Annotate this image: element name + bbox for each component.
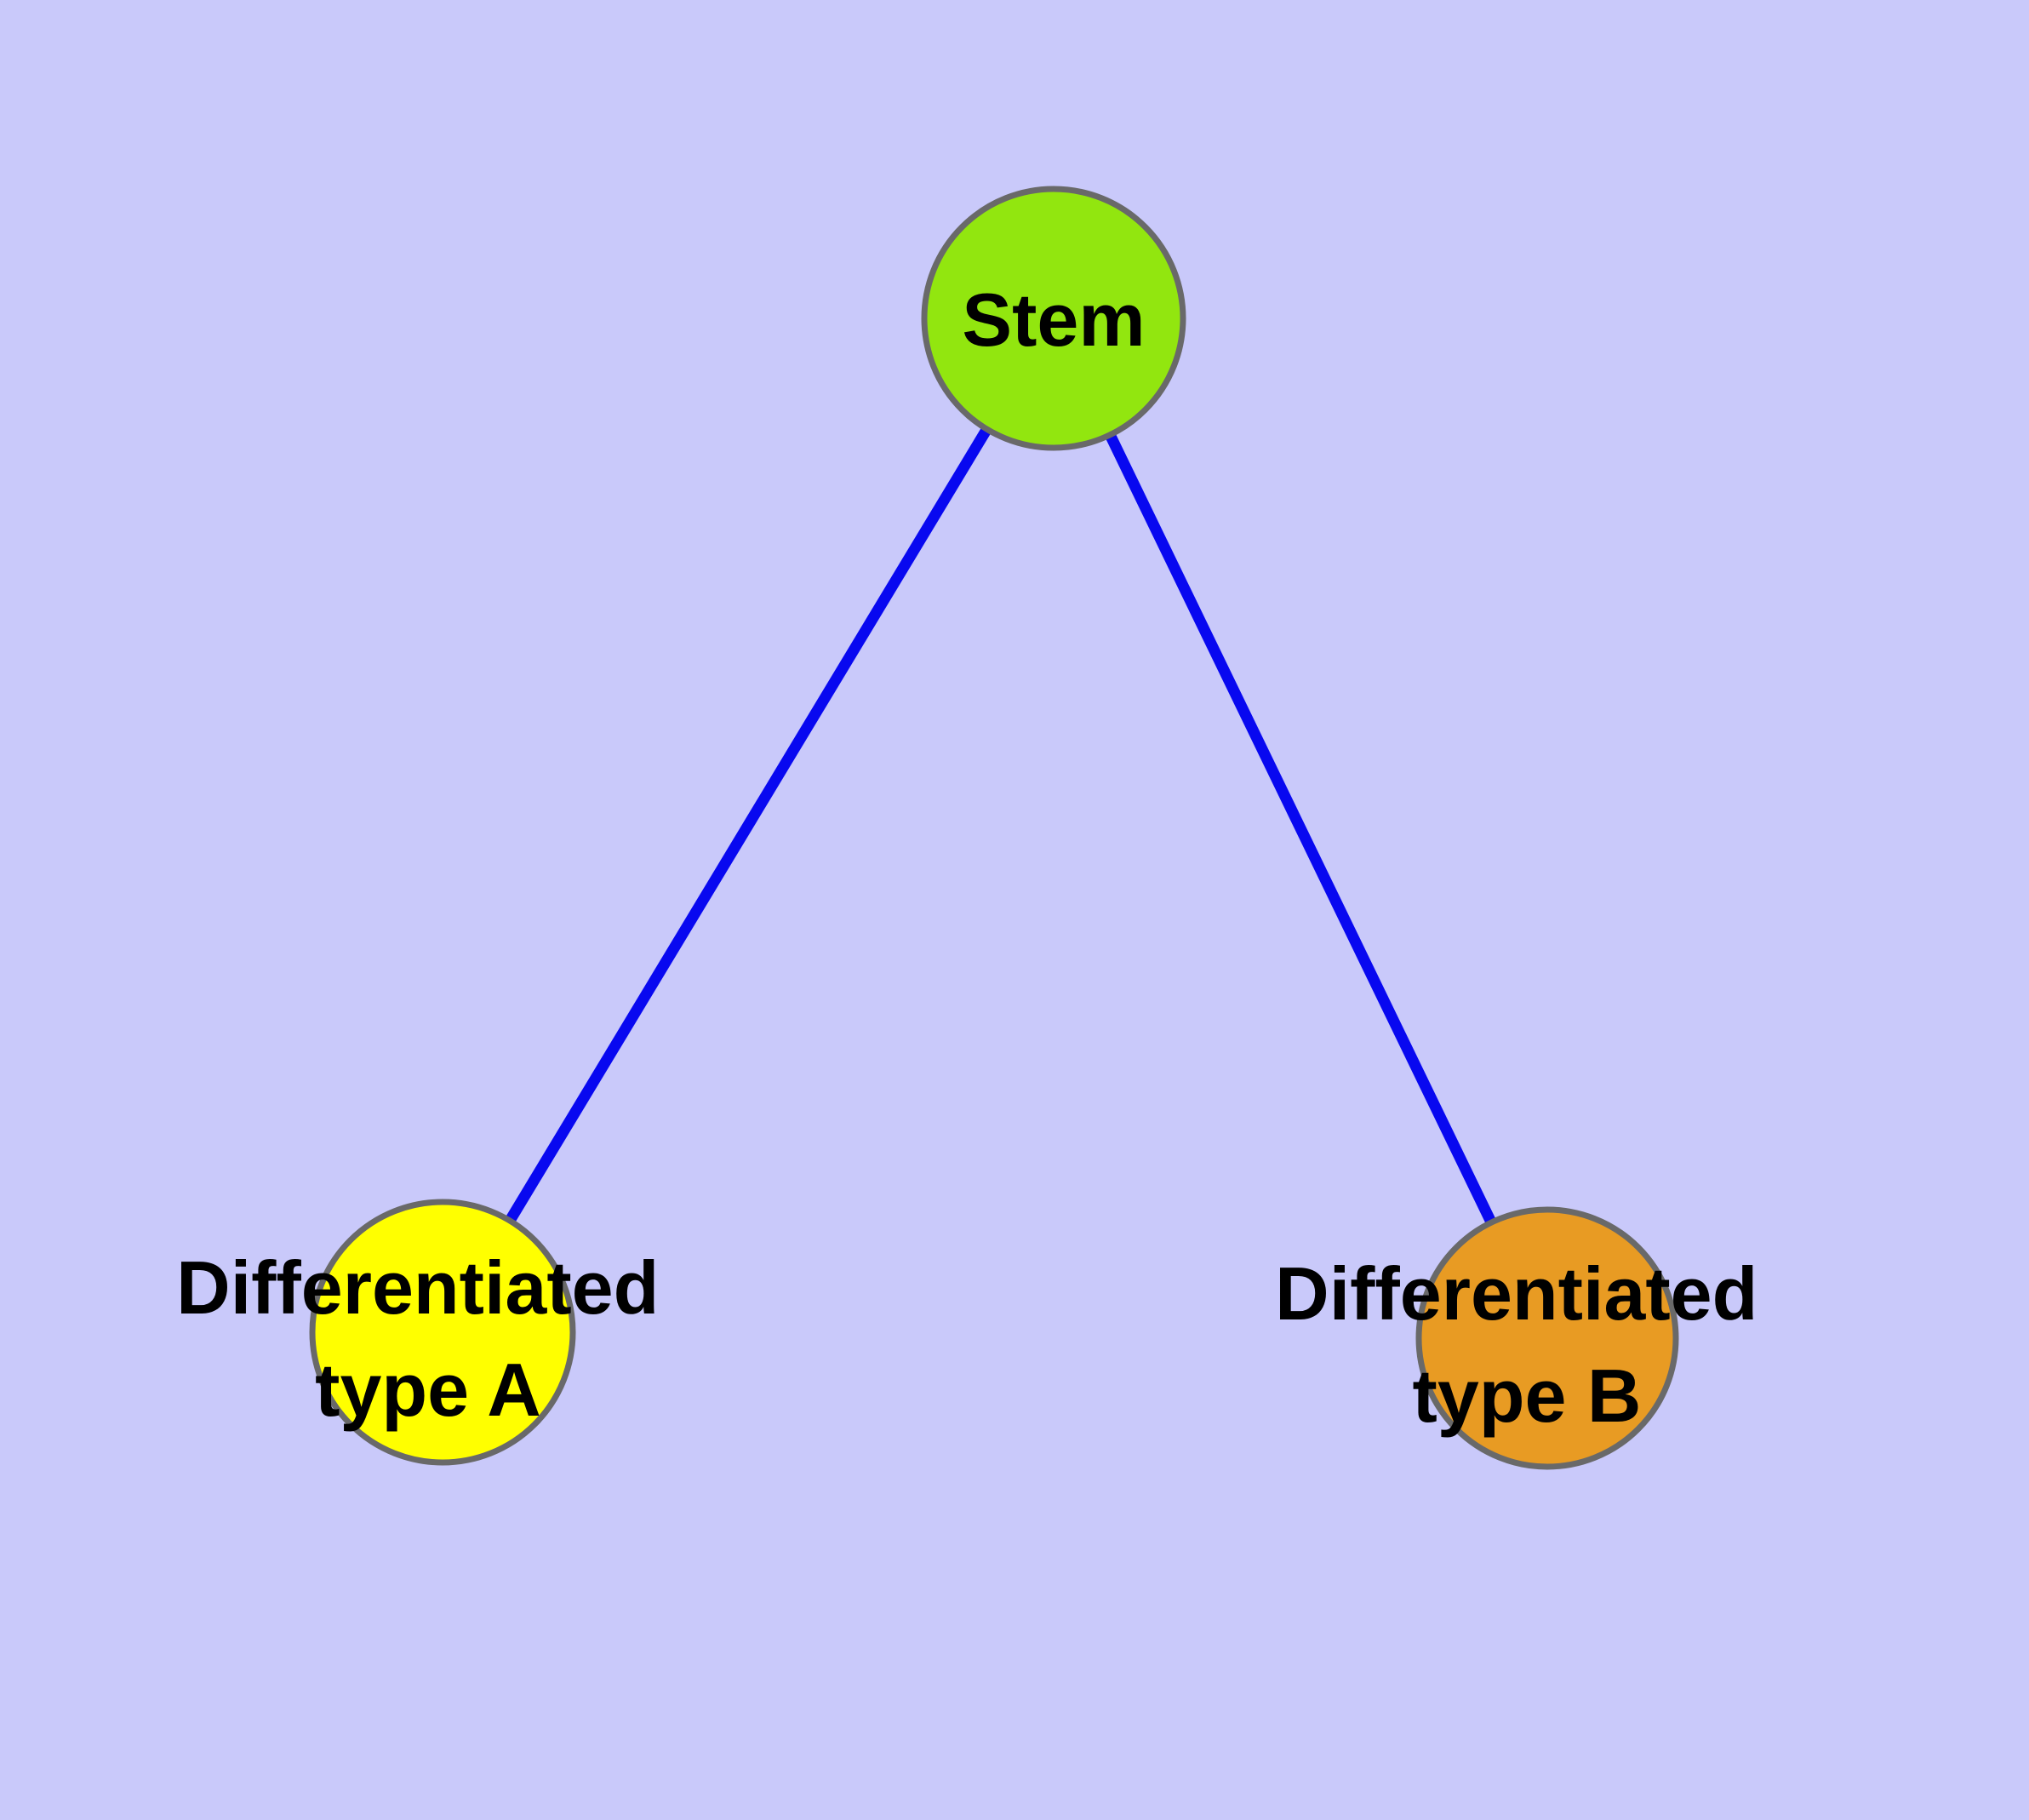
node-stem-label-line1: Stem [962, 278, 1145, 362]
edge-stem-to-type-b [1049, 316, 1552, 1341]
node-layer [309, 186, 1679, 1470]
node-type-a-label-line2: type A [315, 1348, 541, 1432]
node-type-b-label: Differentiated type B [1275, 1251, 1779, 1438]
node-type-b-label-line1: Differentiated [1275, 1251, 1758, 1336]
node-type-a-circle [309, 1199, 576, 1466]
node-type-a-label-line1: Differentiated [176, 1245, 659, 1330]
edge-stem-to-type-a [437, 315, 1059, 1336]
node-stem-label: Stem [962, 278, 1145, 362]
node-type-a-label: Differentiated type A [176, 1245, 680, 1432]
node-stem-circle [921, 186, 1186, 451]
node-type-b-label-line2: type B [1413, 1354, 1642, 1438]
label-layer: Stem Differentiated type A Differentiate… [176, 278, 1779, 1438]
edge-layer [437, 315, 1552, 1341]
node-type-b-circle [1415, 1206, 1679, 1470]
